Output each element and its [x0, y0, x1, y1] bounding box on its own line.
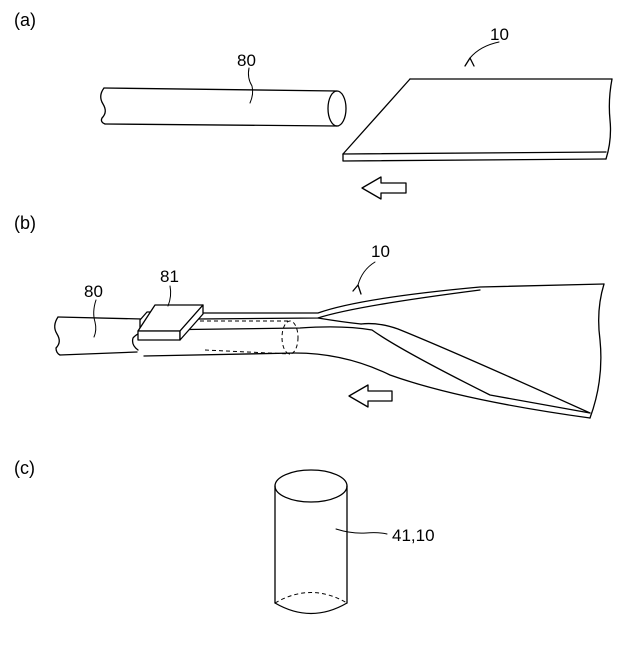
- label-10-b: 10: [371, 242, 390, 261]
- direction-arrow-b: [349, 385, 392, 407]
- label-10-a: 10: [490, 25, 509, 44]
- label-80-b: 80: [84, 282, 103, 301]
- label-41-10: 41,10: [392, 526, 435, 545]
- leader-80-a: [248, 68, 252, 103]
- leader-10-a: [470, 42, 499, 58]
- direction-arrow-a: [362, 177, 406, 199]
- clip-81: [138, 305, 203, 340]
- panel-label-a: (a): [14, 10, 36, 30]
- rod-80-b: [55, 317, 142, 355]
- label-81: 81: [160, 267, 179, 286]
- cylinder-41-10: [275, 470, 347, 614]
- arrowhead-10-b: [353, 285, 361, 294]
- rod-80-a: [101, 88, 346, 126]
- arrowhead-10-a: [465, 58, 474, 66]
- rod-inside-dashed: [200, 321, 298, 354]
- leader-81: [168, 286, 171, 306]
- leader-10-b: [358, 262, 375, 285]
- sheet-10-a: [343, 79, 612, 161]
- panel-label-b: (b): [14, 213, 36, 233]
- label-80-a: 80: [237, 51, 256, 70]
- leader-41-10: [336, 529, 387, 534]
- panel-label-c: (c): [14, 458, 35, 478]
